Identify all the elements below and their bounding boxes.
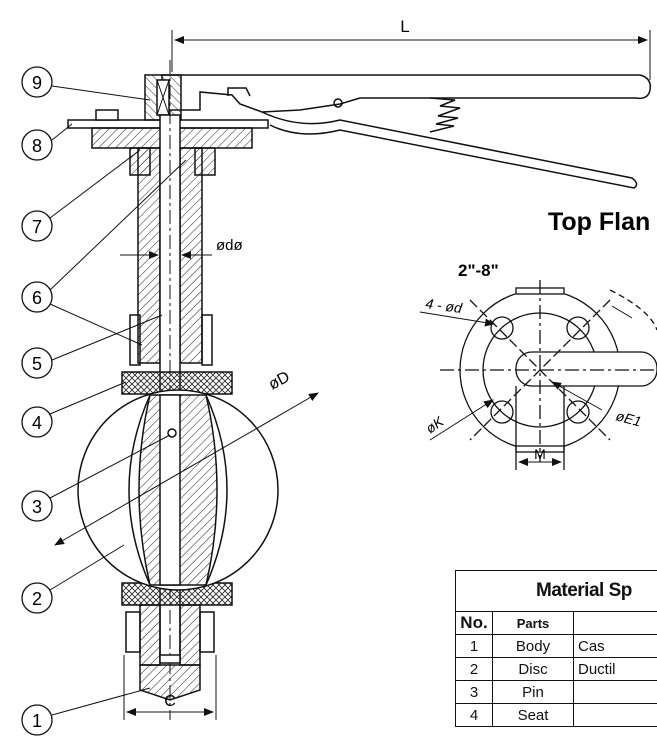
header-no: No. — [455, 611, 493, 635]
callout-1: 1 — [21, 687, 151, 736]
callout-9: 9 — [21, 66, 151, 101]
table-row: 3 Pin — [455, 680, 657, 704]
valve-lower-body — [125, 604, 215, 701]
seat-rings — [121, 371, 233, 606]
flange-dimensions: 4 - ød øK øE1 M — [419, 295, 643, 466]
callout-8: 8 — [21, 123, 73, 161]
svg-text:7: 7 — [32, 217, 42, 237]
material-spec-table: Material Sp No. Parts 1 Body Cas 2 Disc … — [455, 570, 657, 727]
valve-disc — [77, 389, 279, 591]
dim-C-label: C — [164, 693, 176, 710]
flange-top-view — [440, 280, 657, 470]
svg-text:6: 6 — [32, 288, 42, 308]
header-material — [573, 611, 657, 635]
svg-text:1: 1 — [32, 711, 42, 731]
dim-stem-label: ødø — [216, 237, 243, 254]
callout-6: 6 — [21, 159, 187, 346]
svg-text:5: 5 — [32, 354, 42, 374]
dim-E1-label: øE1 — [614, 407, 643, 429]
dimension-stem-dia: ødø — [120, 237, 243, 259]
callout-3: 3 — [21, 434, 171, 522]
top-flange-title: Top Flan — [548, 208, 650, 236]
svg-text:4: 4 — [32, 413, 42, 433]
header-parts: Parts — [492, 611, 574, 635]
size-range-label: 2"-8" — [458, 261, 499, 280]
table-row: 4 Seat — [455, 703, 657, 727]
dim-L-label: L — [400, 17, 409, 36]
callout-4: 4 — [21, 381, 127, 438]
dimension-L: L — [171, 17, 651, 80]
dimension-C: C — [123, 655, 217, 720]
dim-M-label: M — [534, 446, 546, 462]
lever-handle — [161, 74, 652, 189]
svg-text:9: 9 — [32, 73, 42, 93]
callout-2: 2 — [21, 544, 125, 614]
material-table-title: Material Sp — [455, 570, 657, 612]
dim-disc-label: øD — [266, 369, 293, 394]
table-row: 2 Disc Ductil — [455, 657, 657, 681]
svg-text:2: 2 — [32, 589, 42, 609]
dim-K-label: øK — [423, 413, 447, 437]
callout-7: 7 — [21, 149, 141, 242]
dim-bolt-holes-label: 4 - ød — [425, 295, 465, 316]
svg-text:8: 8 — [32, 136, 42, 156]
table-row: 1 Body Cas — [455, 634, 657, 658]
callout-5: 5 — [21, 314, 163, 379]
svg-text:3: 3 — [32, 497, 42, 517]
